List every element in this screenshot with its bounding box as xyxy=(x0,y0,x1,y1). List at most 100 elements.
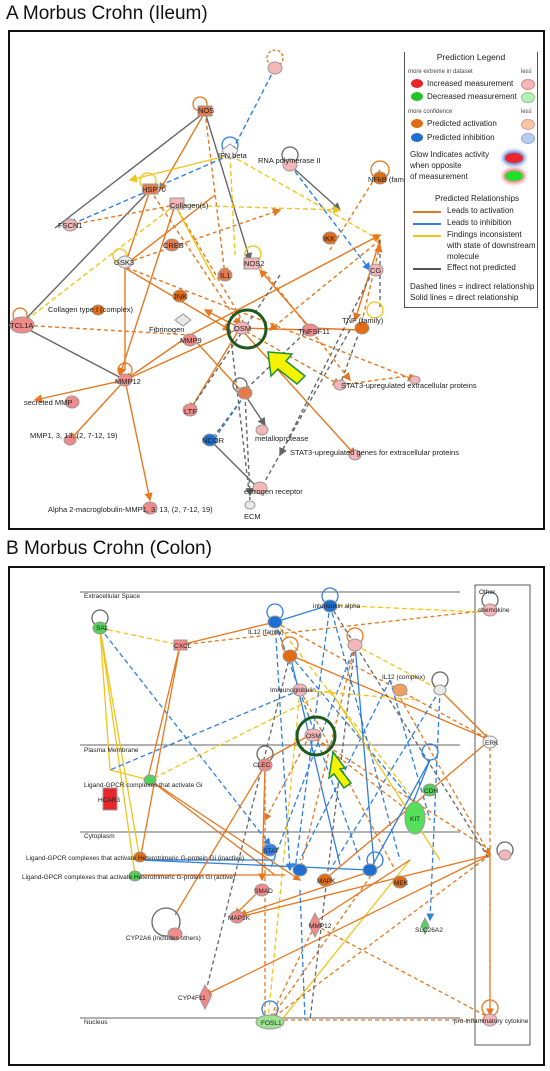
label-a-fibrinogen: Fibrinogen xyxy=(149,325,184,334)
node-b-p38 xyxy=(498,849,512,861)
node-a-stat3-ecm xyxy=(333,379,347,391)
label-a-nfkb: NFkB (family) xyxy=(368,175,414,184)
label-b-plasma: Plasma Membrane xyxy=(84,747,139,754)
legend-line-activation xyxy=(413,211,441,213)
label-b-fosl1: FOSL1 xyxy=(261,1020,282,1027)
legend-relationships-title: Predicted Relationships xyxy=(435,194,520,203)
label-a-jnk: JNK xyxy=(173,292,187,301)
label-b-clec: CLEC xyxy=(253,762,271,769)
legend-activation-text: Leads to activation xyxy=(447,206,514,215)
label-a-stat3-genes: STAT3-upregulated genes for extracellula… xyxy=(290,448,459,457)
panel-a-labels: NOS IFN beta RNA polymerase II HSP70 Col… xyxy=(10,106,477,521)
node-a-ecm xyxy=(244,500,256,510)
node-b-gi-active xyxy=(128,870,142,882)
label-b-osm: OSM xyxy=(306,733,321,740)
label-b-other: Other xyxy=(479,589,496,596)
label-b-nucleus: Nucleus xyxy=(84,1019,108,1026)
label-a-hsp70: HSP70 xyxy=(142,185,166,194)
label-b-mmp12: MMP12 xyxy=(309,923,332,930)
label-b-mapk: MAPK xyxy=(317,878,336,885)
node-a-ltf xyxy=(182,403,198,417)
legend-glow-2: when opposite xyxy=(410,161,462,170)
label-a-osm: OSM xyxy=(234,324,251,333)
label-a-fscn1: FSCN1 xyxy=(58,221,83,230)
node-b-fosl1 xyxy=(255,1014,285,1030)
panel-b-nodes xyxy=(92,599,512,1030)
label-a-nos2: NOS2 xyxy=(244,259,264,268)
node-b-ikk xyxy=(362,863,378,877)
node-a-cg xyxy=(368,263,384,277)
panel-a-highlight-arrow xyxy=(267,351,307,386)
node-b-immunoglobulin xyxy=(292,683,308,697)
label-b-stat: STAT xyxy=(263,848,279,855)
legend-line-inhibition xyxy=(413,223,441,225)
label-b-il12-complex: IL12 (complex) xyxy=(382,674,425,681)
legend-inhibition-dot xyxy=(411,133,423,142)
node-b-hcar3 xyxy=(102,787,118,811)
node-a-mmp1 xyxy=(63,434,77,446)
label-a-rna-pol: RNA polymerase II xyxy=(258,156,321,165)
legend-decreased-dot xyxy=(411,92,423,101)
label-a-alpha2: Alpha 2-macroglobulin-MMP1, 3, 13, (2, 7… xyxy=(48,505,213,514)
label-b-cdh: CDH xyxy=(424,788,438,795)
legend-glow-green xyxy=(505,171,523,181)
node-a-ncor xyxy=(202,433,218,447)
legend-decreased-less-dot xyxy=(521,92,535,103)
node-b-kit xyxy=(404,801,426,835)
panel-b-osm-highlight-circle xyxy=(295,715,337,757)
node-a-fscn1 xyxy=(62,218,78,232)
legend-increased-dot xyxy=(411,79,423,88)
label-a-tnf: TNF (family) xyxy=(342,316,384,325)
label-b-erk: ERK xyxy=(485,740,499,747)
node-a-osm xyxy=(233,321,251,335)
node-a-stat3-genes xyxy=(348,449,362,461)
panel-a-osm-highlight-circle xyxy=(226,308,268,350)
label-a-collagens: Collagen(s) xyxy=(170,201,209,210)
node-b-cyp4f11 xyxy=(198,983,212,1011)
node-b-osm xyxy=(304,728,322,742)
panel-b-labels: Extracellular Space Plasma Membrane Cyto… xyxy=(22,589,529,1027)
label-a-il1: IL1 xyxy=(220,271,230,280)
legend-increased-less-dot xyxy=(521,79,535,90)
panel-a-title: A Morbus Crohn (Ileum) xyxy=(6,3,208,24)
legend-increased-label: Increased measurement xyxy=(427,79,514,88)
label-a-nos: NOS xyxy=(198,106,214,115)
node-a-rna-pol xyxy=(282,158,298,172)
label-b-slc26a2: SLC26A2 xyxy=(415,927,443,934)
label-a-tcl1a: TCL1A xyxy=(10,321,33,330)
node-b-sal xyxy=(92,621,108,635)
node-a-gsk3 xyxy=(117,255,133,269)
legend-inhibition-label: Predicted inhibition xyxy=(427,133,495,142)
label-b-cxcl: CXCL xyxy=(174,643,192,650)
legend-less-2: less xyxy=(521,109,532,115)
node-b-map3k xyxy=(229,910,245,924)
node-b-proinflammatory xyxy=(482,1013,498,1027)
label-b-gi-inactive: Ligand-GPCR complexes that activate Hete… xyxy=(26,855,244,862)
label-a-ltf: LTF xyxy=(184,407,197,416)
node-a-hsp70 xyxy=(142,183,159,195)
label-b-immunoglobulin: Immunoglobulin xyxy=(270,687,316,694)
node-b-il12-complex xyxy=(392,683,408,697)
node-b-ifn xyxy=(347,638,363,652)
label-a-cg: CG xyxy=(370,266,381,275)
legend-title: Prediction Legend xyxy=(405,52,537,62)
label-a-ecm: ECM xyxy=(244,512,261,521)
node-a-ikk xyxy=(322,231,338,245)
node-b-cyp2a6 xyxy=(167,927,183,941)
label-a-collagen1: Collagen type I (complex) xyxy=(48,305,134,314)
node-a-creb xyxy=(164,238,180,252)
node-a-mmp12 xyxy=(117,373,133,387)
node-b-il12-family xyxy=(282,649,298,663)
node-a-il1b xyxy=(267,61,283,75)
label-b-chemokine: chemokine xyxy=(478,607,510,614)
label-a-gsk3: GSK3 xyxy=(114,258,134,267)
label-a-estrogen: estrogen receptor xyxy=(244,487,303,496)
label-a-stat3-ecm: STAT3-upregulated extracellular proteins xyxy=(341,381,477,390)
node-a-fibrinogen xyxy=(174,313,192,327)
label-a-ikk: IKK xyxy=(323,234,335,243)
node-b-il2 xyxy=(267,615,283,629)
node-a-stat3-ecm-node xyxy=(409,375,421,385)
node-b-slc26a2 xyxy=(420,916,430,936)
node-b-erk xyxy=(482,735,498,749)
label-b-cytoplasm: Cytoplasm xyxy=(84,833,115,840)
